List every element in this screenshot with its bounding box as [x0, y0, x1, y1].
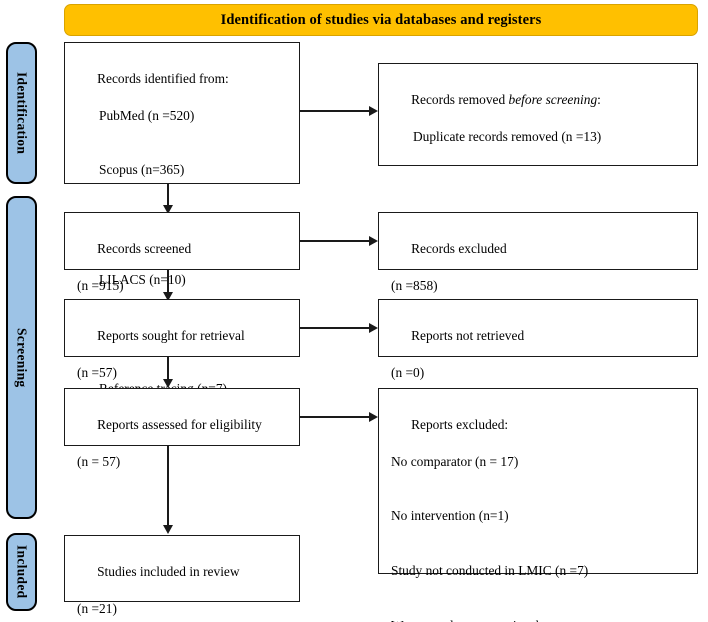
box-records-identified: Records identified from: PubMed (n =520)…	[64, 42, 300, 396]
reason-no-comparator: No comparator (n = 17)	[391, 453, 519, 469]
records-excluded-line1: Records excluded	[411, 241, 507, 257]
stage-pill-included: Included	[6, 533, 37, 611]
connector-screened-to-excluded	[300, 240, 369, 242]
reports-not-retrieved-line2: (n =0)	[391, 364, 425, 380]
diagram-header-banner: Identification of studies via databases …	[64, 4, 698, 36]
records-removed-heading-italic: before screening	[508, 92, 598, 108]
connector-sought-to-not-retrieved	[300, 327, 369, 329]
studies-included-line1: Studies included in review	[97, 564, 240, 580]
reports-assessed-line2: (n = 57)	[77, 453, 121, 469]
reports-sought-line2: (n =57)	[77, 364, 117, 380]
reports-sought-content: Reports sought for retrieval (n =57)	[77, 309, 289, 418]
box-reports-assessed-for-eligibility: Reports assessed for eligibility (n = 57…	[64, 388, 300, 469]
source-scopus: Scopus (n=365)	[99, 162, 185, 178]
reports-assessed-line1: Reports assessed for eligibility	[97, 417, 262, 433]
connector-identified-to-removed	[300, 110, 369, 112]
box-reports-sought-for-retrieval: Reports sought for retrieval (n =57)	[64, 299, 300, 380]
reports-excluded-heading: Reports excluded:	[411, 417, 509, 433]
reason-not-lmic: Study not conducted in LMIC (n =7)	[391, 562, 589, 578]
arrowhead-sought-to-assessed	[162, 379, 173, 388]
box-records-excluded: Records excluded (n =858)	[378, 212, 698, 293]
studies-included-line2: (n =21)	[77, 600, 117, 616]
records-removed-heading-tail: :	[597, 92, 601, 108]
connector-assessed-to-excluded	[300, 416, 369, 418]
reports-sought-line1: Reports sought for retrieval	[97, 328, 245, 344]
records-removed-heading: Records removed before screening:	[411, 92, 601, 107]
box-reports-not-retrieved: Reports not retrieved (n =0)	[378, 299, 698, 380]
connector-screened-to-sought	[167, 270, 169, 293]
stage-pill-screening: Screening	[6, 196, 37, 519]
box-records-screened: Records screened (n =915)	[64, 212, 300, 293]
stage-pill-identification: Identification	[6, 42, 37, 184]
reason-wrong-outcome-line1: Wrong study outcome i.e., breast cancer	[391, 617, 687, 622]
reports-not-retrieved-content: Reports not retrieved (n =0)	[391, 309, 687, 418]
records-excluded-line2: (n =858)	[391, 277, 438, 293]
studies-included-content: Studies included in review (n =21)	[77, 545, 289, 622]
reports-not-retrieved-line1: Reports not retrieved	[411, 328, 525, 344]
reports-assessed-content: Reports assessed for eligibility (n = 57…	[77, 398, 289, 507]
stage-label-included: Included	[14, 545, 30, 599]
arrowhead-assessed-to-included	[162, 525, 173, 534]
duplicate-records-removed: Duplicate records removed (n =13)	[413, 128, 602, 144]
diagram-title: Identification of studies via databases …	[220, 11, 542, 28]
arrowhead-sought-to-not-retrieved	[369, 322, 378, 333]
stage-label-identification: Identification	[14, 71, 30, 155]
box-records-removed-before-screening: Records removed before screening: Duplic…	[378, 63, 698, 166]
stage-label-screening: Screening	[14, 327, 30, 388]
arrowhead-screened-to-sought	[162, 292, 173, 301]
records-screened-line2: (n =915)	[77, 277, 124, 293]
arrowhead-identified-to-screened	[162, 205, 173, 214]
records-screened-line1: Records screened	[97, 241, 192, 257]
connector-assessed-to-included	[167, 446, 169, 526]
records-screened-content: Records screened (n =915)	[77, 222, 289, 331]
records-identified-heading: Records identified from:	[97, 71, 229, 87]
box-reports-excluded: Reports excluded: No comparator (n = 17)…	[378, 388, 698, 622]
records-excluded-content: Records excluded (n =858)	[391, 222, 687, 331]
arrowhead-identified-to-removed	[369, 105, 378, 116]
connector-identified-to-screened	[167, 184, 169, 206]
arrowhead-assessed-to-excluded	[369, 411, 378, 422]
reason-no-intervention: No intervention (n=1)	[391, 508, 509, 524]
arrowhead-screened-to-excluded	[369, 235, 378, 246]
box-studies-included-in-review: Studies included in review (n =21)	[64, 535, 300, 616]
connector-sought-to-assessed	[167, 357, 169, 380]
source-pubmed: PubMed (n =520)	[99, 107, 195, 123]
records-removed-content: Records removed before screening: Duplic…	[391, 73, 687, 182]
reports-excluded-content: Reports excluded: No comparator (n = 17)…	[391, 398, 687, 622]
records-removed-heading-lead: Records removed	[411, 92, 509, 108]
